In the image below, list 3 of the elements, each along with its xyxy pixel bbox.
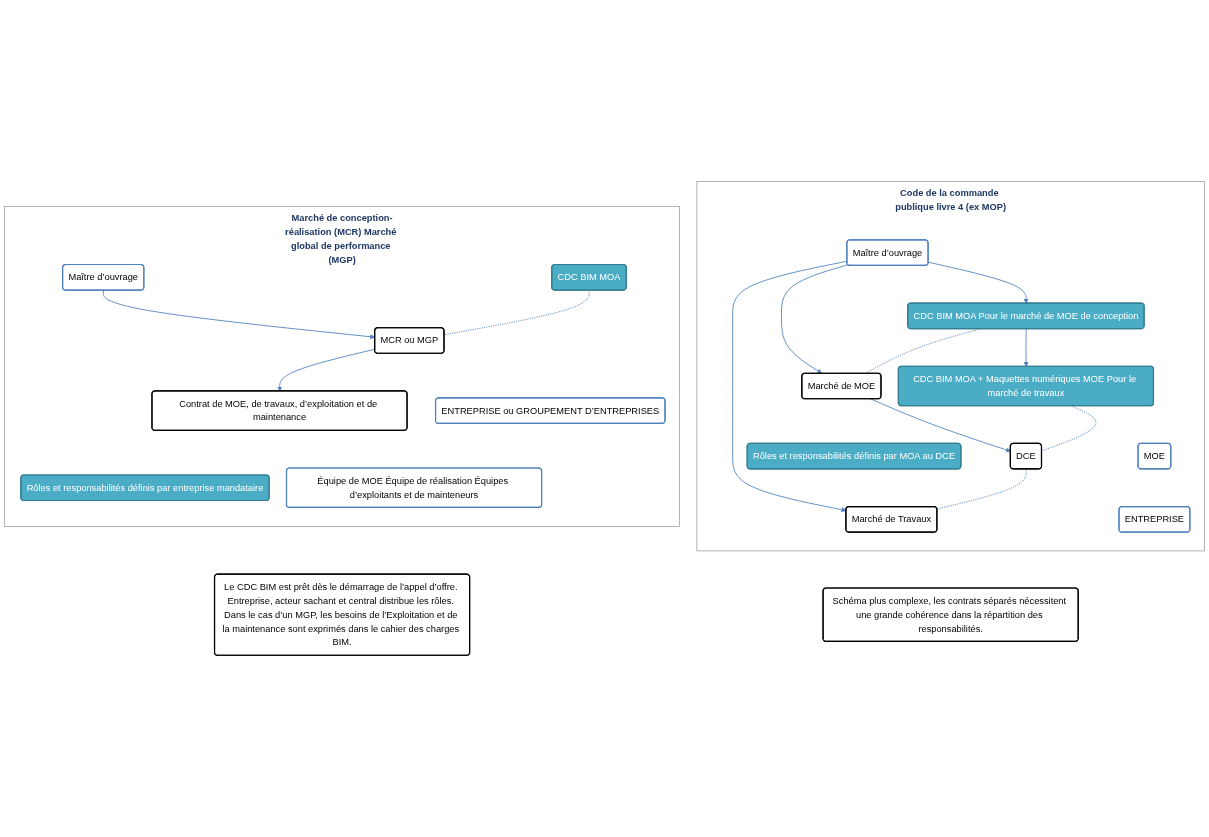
connector: [864, 328, 981, 374]
connector: [936, 468, 1027, 510]
connector: [1041, 405, 1097, 452]
